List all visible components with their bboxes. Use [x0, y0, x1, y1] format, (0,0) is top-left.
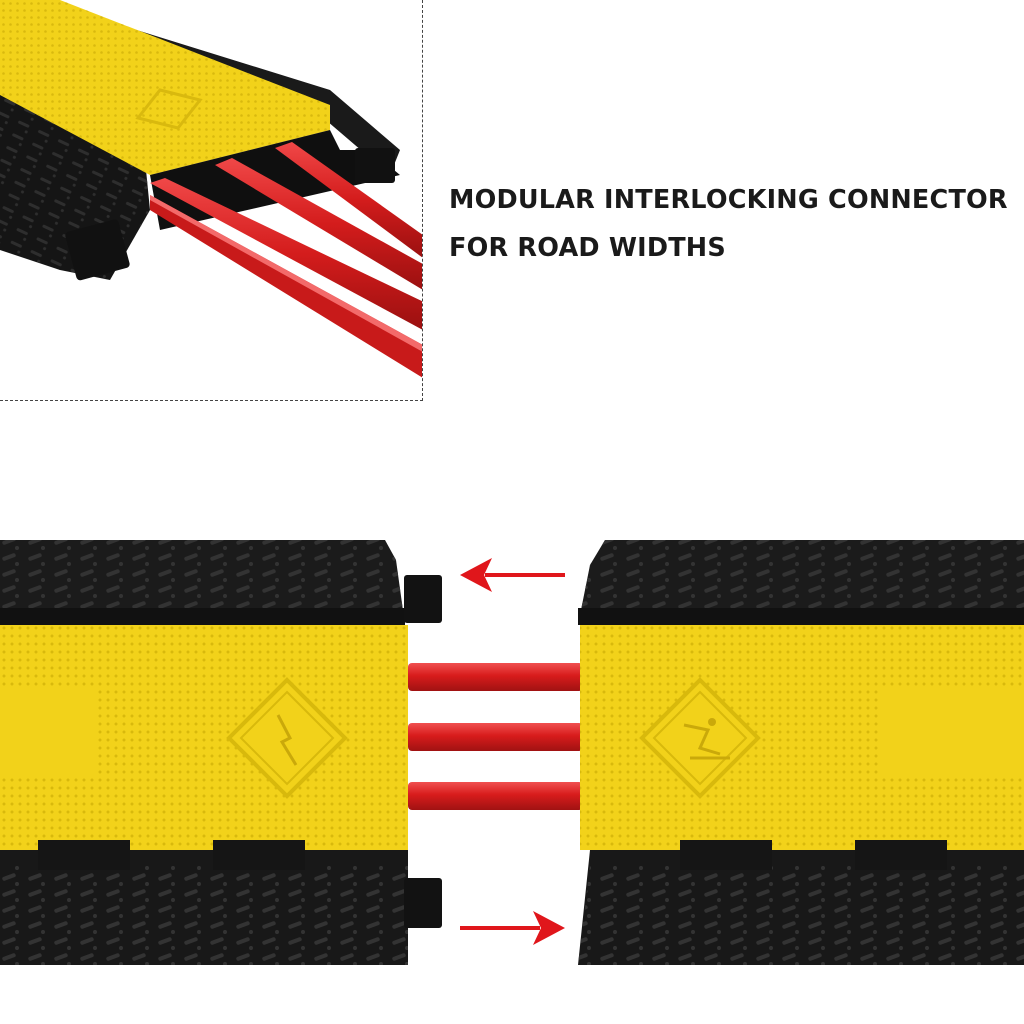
headline-line-2: FOR ROAD WIDTHS: [449, 233, 726, 263]
arrow-right-icon: [460, 911, 565, 945]
headline-line-1: MODULAR INTERLOCKING CONNECTOR: [449, 185, 1008, 215]
headline: MODULAR INTERLOCKING CONNECTOR FOR ROAD …: [449, 176, 1009, 272]
closeup-illustration: [0, 0, 422, 378]
connector-tab: [355, 148, 395, 183]
connector-tab: [65, 219, 130, 281]
right-module: [578, 540, 1024, 965]
tripping-hazard-icon: [639, 677, 761, 799]
red-cables-between: [408, 663, 583, 810]
arrow-left-icon: [460, 558, 565, 592]
electric-hazard-icon: [135, 88, 203, 130]
left-module: [0, 540, 442, 965]
red-cables: [150, 142, 422, 378]
electric-hazard-icon: [226, 677, 348, 799]
left-bottom-connector: [404, 878, 442, 928]
inset-closeup-photo: [0, 0, 423, 401]
left-top-connector: [404, 575, 442, 623]
main-product-scene: [0, 520, 1024, 1000]
modules-illustration: [0, 540, 1024, 965]
